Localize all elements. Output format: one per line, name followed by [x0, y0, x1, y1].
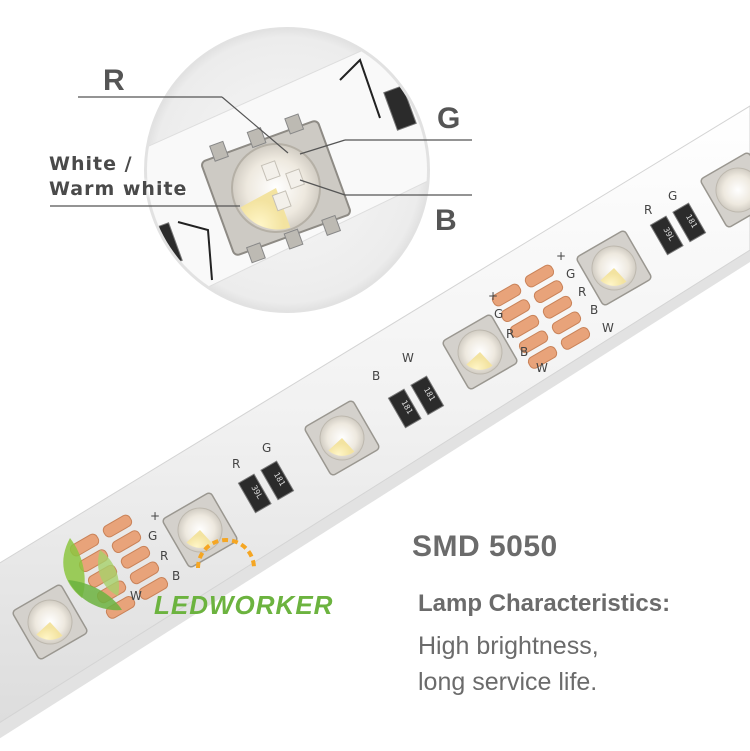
lamp-heading: Lamp Characteristics:	[418, 590, 671, 617]
product-title: SMD 5050	[412, 530, 558, 563]
silkscreen-labels: + G R B W R G B W + G R B W + G R B W R …	[130, 189, 677, 603]
pad-label-r: R	[506, 327, 514, 341]
callout-white-line1: White /	[49, 153, 133, 175]
pad-label-g: G	[262, 441, 271, 455]
brand-part1: LED	[154, 590, 209, 620]
pad-label-w: W	[602, 321, 614, 335]
strip-band	[0, 105, 750, 739]
pad-label-r: R	[578, 285, 586, 299]
callout-b-label: B	[435, 204, 457, 237]
brand-part2: WORKER	[209, 590, 334, 620]
brand-name: LEDWORKER	[154, 590, 333, 621]
pad-label-w: W	[402, 351, 414, 365]
callout-white-label: White / Warm white	[49, 152, 187, 202]
pad-label-r: R	[644, 203, 652, 217]
pad-label-g: G	[668, 189, 677, 203]
pad-label-r: R	[160, 549, 168, 563]
pad-label-g: G	[566, 267, 575, 281]
led-chip-group	[12, 152, 750, 660]
pad-label-g: G	[494, 307, 503, 321]
lamp-line-1: High brightness,	[418, 632, 599, 660]
pad-label-b: B	[590, 303, 598, 317]
pad-label-w: W	[130, 589, 142, 603]
pad-label-w: W	[536, 361, 548, 375]
callout-white-line2: Warm white	[49, 178, 188, 200]
pad-label-r: R	[232, 457, 240, 471]
leaf-mark-icon	[63, 538, 256, 611]
pad-label-b: B	[520, 345, 528, 359]
resistor-group: 39L 181 181 181 39L 181	[237, 202, 707, 514]
pad-label-plus: +	[488, 289, 498, 303]
callout-lines	[50, 96, 472, 207]
lamp-line-2: long service life.	[418, 668, 598, 696]
callout-g-label: G	[437, 102, 461, 135]
brand-logo: LEDWORKER	[48, 520, 348, 630]
pad-label-b: B	[172, 569, 180, 583]
pad-label-plus: +	[556, 249, 566, 263]
pad-label-g: G	[148, 529, 157, 543]
pad-label-b: B	[372, 369, 380, 383]
magnifier-inset	[144, 27, 430, 313]
pad-label-plus: +	[150, 509, 160, 523]
callout-r-label: R	[103, 64, 125, 97]
solder-pads-right	[491, 264, 591, 369]
